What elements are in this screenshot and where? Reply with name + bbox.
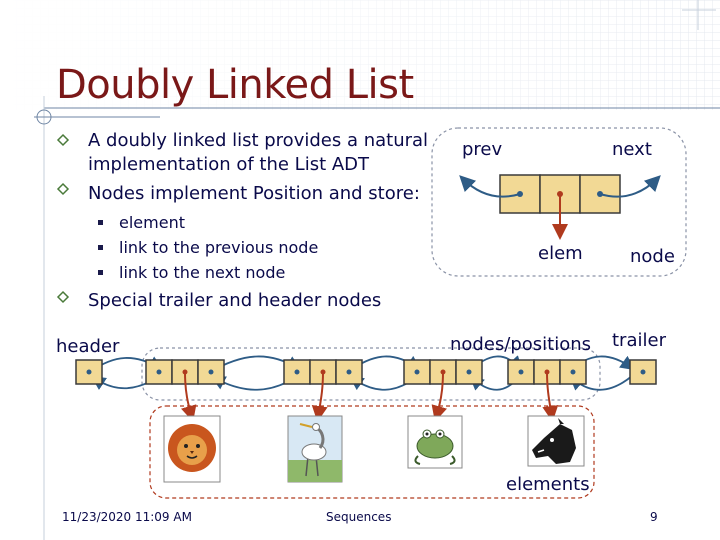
bullet-diamond-icon (56, 133, 70, 147)
bullet-text: Nodes implement Position and store: (88, 183, 420, 204)
next-pointer (599, 175, 661, 198)
horse-picture (527, 415, 585, 467)
heron-picture (287, 415, 343, 483)
positions-frame (141, 347, 601, 401)
subbullet-text: link to the next node (119, 263, 286, 282)
bullet-text: A doubly linked list provides a natural (88, 130, 429, 151)
page-number: 9 (650, 510, 658, 524)
subbullet-text: element (119, 213, 185, 232)
prev-label: prev (462, 139, 503, 160)
positions-label: nodes/positions (450, 334, 592, 355)
bullet-diamond-icon (56, 290, 70, 304)
lion-picture (163, 415, 221, 483)
footer-topic: Sequences (326, 510, 392, 524)
header-node (75, 359, 103, 385)
bullet-square-icon (98, 270, 103, 275)
bullet-square-icon (98, 245, 103, 250)
slide-title: Doubly Linked List (56, 62, 414, 108)
elements-label: elements (506, 474, 590, 495)
bullet-text: implementation of the List ADT (88, 154, 370, 175)
node-frame (431, 127, 687, 277)
bullet-diamond-icon (56, 182, 70, 196)
header-label: header (56, 336, 120, 357)
trailer-node (629, 359, 657, 385)
position-node (145, 359, 225, 385)
trailer-label: trailer (612, 330, 666, 351)
elements-frame (149, 405, 595, 499)
footer-date: 11/23/2020 11:09 AM (62, 510, 192, 524)
node-label: node (630, 246, 675, 267)
elem-label: elem (538, 243, 583, 264)
frog-picture (407, 415, 463, 469)
bullet-text: Special trailer and header nodes (88, 290, 382, 311)
bullet-square-icon (98, 220, 103, 225)
prev-pointer (459, 175, 521, 198)
next-label: next (612, 139, 652, 160)
subbullet-text: link to the previous node (119, 238, 319, 257)
